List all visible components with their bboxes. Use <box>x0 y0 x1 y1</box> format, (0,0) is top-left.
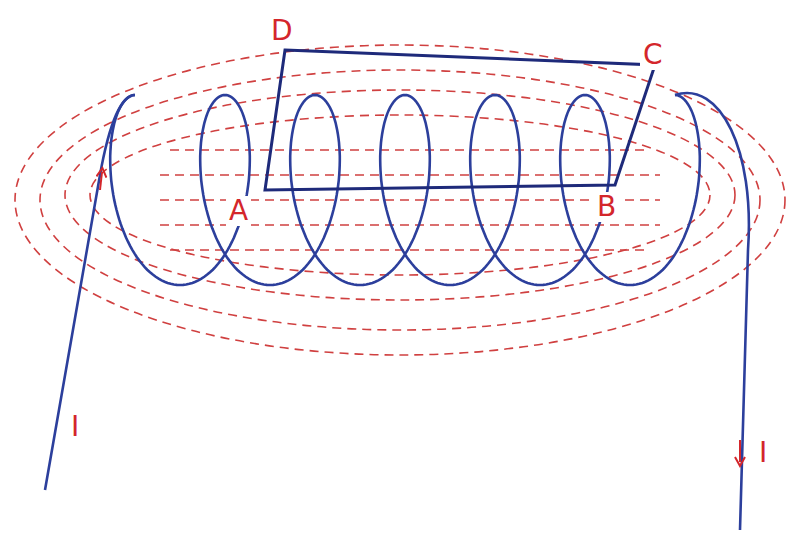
solenoid-coil <box>45 93 749 530</box>
corner-label: D <box>268 16 296 46</box>
current-label: I <box>756 438 770 468</box>
amperian-loop <box>265 50 655 190</box>
current-label: I <box>68 412 82 442</box>
lead-wire <box>45 95 135 490</box>
corner-label: C <box>640 40 666 70</box>
field-lines <box>15 45 785 355</box>
lead-wire <box>675 93 749 530</box>
corner-label: A <box>226 196 251 226</box>
current-arrow <box>100 172 102 190</box>
corner-label: B <box>594 192 619 222</box>
current-arrow <box>739 440 741 462</box>
coil-turns <box>110 95 700 285</box>
